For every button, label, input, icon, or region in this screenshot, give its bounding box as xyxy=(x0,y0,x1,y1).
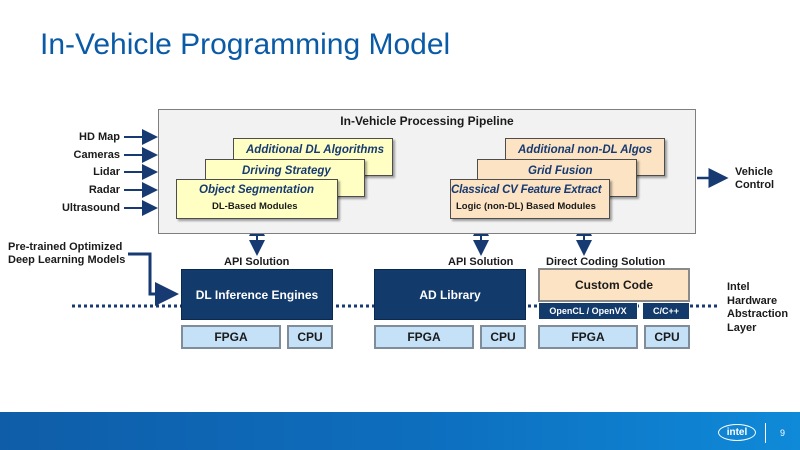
logo-separator xyxy=(765,423,766,443)
dl-card-middle-title: Driving Strategy xyxy=(242,165,331,177)
fpga-box-2: FPGA xyxy=(374,325,474,349)
pretrained-arrow xyxy=(128,252,179,306)
custom-code-box: Custom Code xyxy=(538,268,690,302)
pipeline-title: In-Vehicle Processing Pipeline xyxy=(340,114,514,128)
vehicle-control-line1: Vehicle xyxy=(735,166,773,178)
dl-inference-engines-box: DL Inference Engines xyxy=(181,269,333,320)
dl-card-back-title: Additional DL Algorithms xyxy=(246,144,384,156)
input-cameras: Cameras xyxy=(73,149,120,161)
nondl-card-front-sub: Logic (non-DL) Based Modules xyxy=(456,201,596,212)
input-hdmap: HD Map xyxy=(79,131,120,143)
pretrained-line2: Deep Learning Models xyxy=(8,254,126,266)
nondl-card-middle-title: Grid Fusion xyxy=(528,165,593,177)
api-solution-label-2: API Solution xyxy=(448,256,514,268)
hal-line2: Hardware xyxy=(727,294,778,307)
cpu-box-2: CPU xyxy=(480,325,526,349)
slide-title: In-Vehicle Programming Model xyxy=(40,28,451,61)
hal-line4: Layer xyxy=(727,321,757,334)
cpu-box-3: CPU xyxy=(644,325,690,349)
page-number: 9 xyxy=(780,428,786,438)
nondl-card-back-title: Additional non-DL Algos xyxy=(518,144,653,156)
input-radar: Radar xyxy=(88,184,120,196)
dl-card-front-title: Object Segmentation xyxy=(199,184,315,196)
fpga-box-1: FPGA xyxy=(181,325,281,349)
hal-label: Intel Hardware Abstraction Layer xyxy=(727,281,788,335)
fpga-box-3: FPGA xyxy=(538,325,638,349)
intel-logo: intel xyxy=(718,424,756,441)
pretrained-label: Pre-trained Optimized Deep Learning Mode… xyxy=(8,241,125,267)
dl-card-front-sub: DL-Based Modules xyxy=(212,201,298,212)
direct-coding-label: Direct Coding Solution xyxy=(546,256,666,268)
pretrained-line1: Pre-trained Optimized xyxy=(8,241,123,253)
footer-band xyxy=(0,412,800,450)
hal-line1: Intel xyxy=(727,281,750,293)
vehicle-control-line2: Control xyxy=(735,179,775,191)
dl-card-front: Object Segmentation DL-Based Modules xyxy=(176,179,338,219)
nondl-card-front-title: Classical CV Feature Extract xyxy=(451,184,602,196)
hal-line3: Abstraction xyxy=(727,308,789,320)
opencl-openvx-box: OpenCL / OpenVX xyxy=(538,302,638,320)
input-ultrasound: Ultrasound xyxy=(61,202,120,214)
nondl-card-front: Classical CV Feature Extract Logic (non-… xyxy=(450,179,610,219)
cpu-box-1: CPU xyxy=(287,325,333,349)
ad-library-box: AD Library xyxy=(374,269,526,320)
input-lidar: Lidar xyxy=(93,166,120,178)
api-solution-label-1: API Solution xyxy=(224,256,290,268)
cpp-box: C/C++ xyxy=(642,302,690,320)
vehicle-control-label: Vehicle Control xyxy=(735,166,774,192)
